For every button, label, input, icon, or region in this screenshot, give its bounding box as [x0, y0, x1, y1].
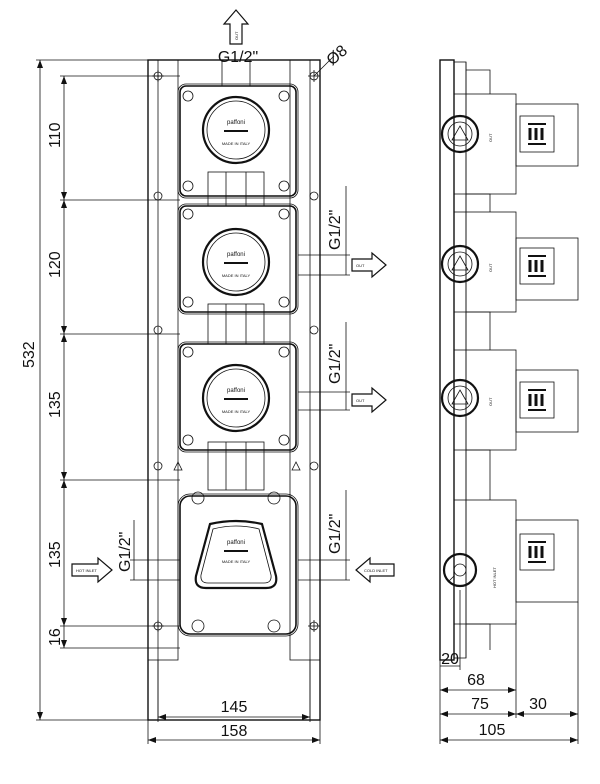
hole-diameter-label: Ø8 — [324, 42, 351, 69]
mounting-holes — [152, 70, 320, 632]
made-in-italy-3: MADE IN ITALY — [222, 409, 251, 414]
brand-label-2: paffoni — [227, 252, 245, 258]
width-dimensions: 145 158 — [147, 660, 321, 744]
depth-75-label: 75 — [471, 696, 489, 713]
height-120-label: 120 — [47, 251, 64, 278]
out-arrow-right-2: OUT G1/2" — [298, 322, 387, 414]
side-view: OUT OUT OUT — [439, 59, 579, 744]
hot-inlet: HOT INLET G1/2" — [71, 520, 180, 584]
side-hot-inlet-label: HOT INLET — [492, 567, 497, 588]
depth-dimensions: 20 68 75 30 105 — [439, 590, 579, 744]
front-view: paffoni MADE IN ITALY paffoni MADE IN IT… — [21, 9, 395, 744]
out-label-2: OUT — [356, 398, 365, 403]
height-135a-label: 135 — [47, 391, 64, 418]
side-out-label-2: OUT — [488, 263, 493, 272]
depth-68-label: 68 — [467, 672, 485, 689]
width-145-label: 145 — [221, 699, 248, 716]
depth-20-label: 20 — [441, 651, 459, 668]
height-dimensions: 110 120 135 135 16 532 — [21, 59, 180, 721]
side-valve-1: OUT — [440, 103, 579, 167]
valve-module-1: paffoni MADE IN ITALY — [177, 59, 299, 199]
out-arrow-right-1: OUT G1/2" — [298, 186, 387, 279]
made-in-italy-2: MADE IN ITALY — [222, 273, 251, 278]
height-110-label: 110 — [47, 122, 64, 148]
side-valve-3: OUT — [440, 369, 579, 433]
thread-label-out-1: G1/2" — [327, 210, 344, 250]
brand-label-4: paffoni — [227, 540, 245, 546]
height-16-label: 16 — [47, 628, 64, 646]
out-label-1: OUT — [356, 263, 365, 268]
made-in-italy-1: MADE IN ITALY — [222, 141, 251, 146]
out-arrow-top: OUT — [222, 9, 250, 45]
thread-label-cold: G1/2" — [327, 514, 344, 554]
valve-module-3: paffoni MADE IN ITALY — [177, 341, 299, 453]
side-valve-2: OUT — [440, 237, 579, 301]
out-label-top: OUT — [234, 31, 239, 40]
depth-30-label: 30 — [529, 696, 547, 713]
cold-inlet: COLD INLET G1/2" — [298, 490, 395, 584]
valve-module-2: paffoni MADE IN ITALY — [177, 203, 299, 315]
made-in-italy-4: MADE IN ITALY — [222, 559, 251, 564]
depth-105-label: 105 — [479, 722, 506, 739]
width-158-label: 158 — [221, 723, 248, 740]
height-135b-label: 135 — [47, 541, 64, 568]
height-532-label: 532 — [21, 341, 38, 368]
cold-inlet-label: COLD INLET — [364, 568, 388, 573]
brand-label-3: paffoni — [227, 388, 245, 394]
thread-label-top: G1/2" — [218, 49, 258, 66]
side-mixer: HOT INLET — [442, 519, 579, 603]
mixer-module: paffoni MADE IN ITALY — [177, 491, 299, 637]
thread-label-hot: G1/2" — [117, 532, 134, 572]
thread-label-out-2: G1/2" — [327, 344, 344, 384]
side-out-label-3: OUT — [488, 397, 493, 406]
hot-inlet-label: HOT INLET — [76, 568, 97, 573]
side-out-label-1: OUT — [488, 133, 493, 142]
brand-label-1: paffoni — [227, 120, 245, 126]
